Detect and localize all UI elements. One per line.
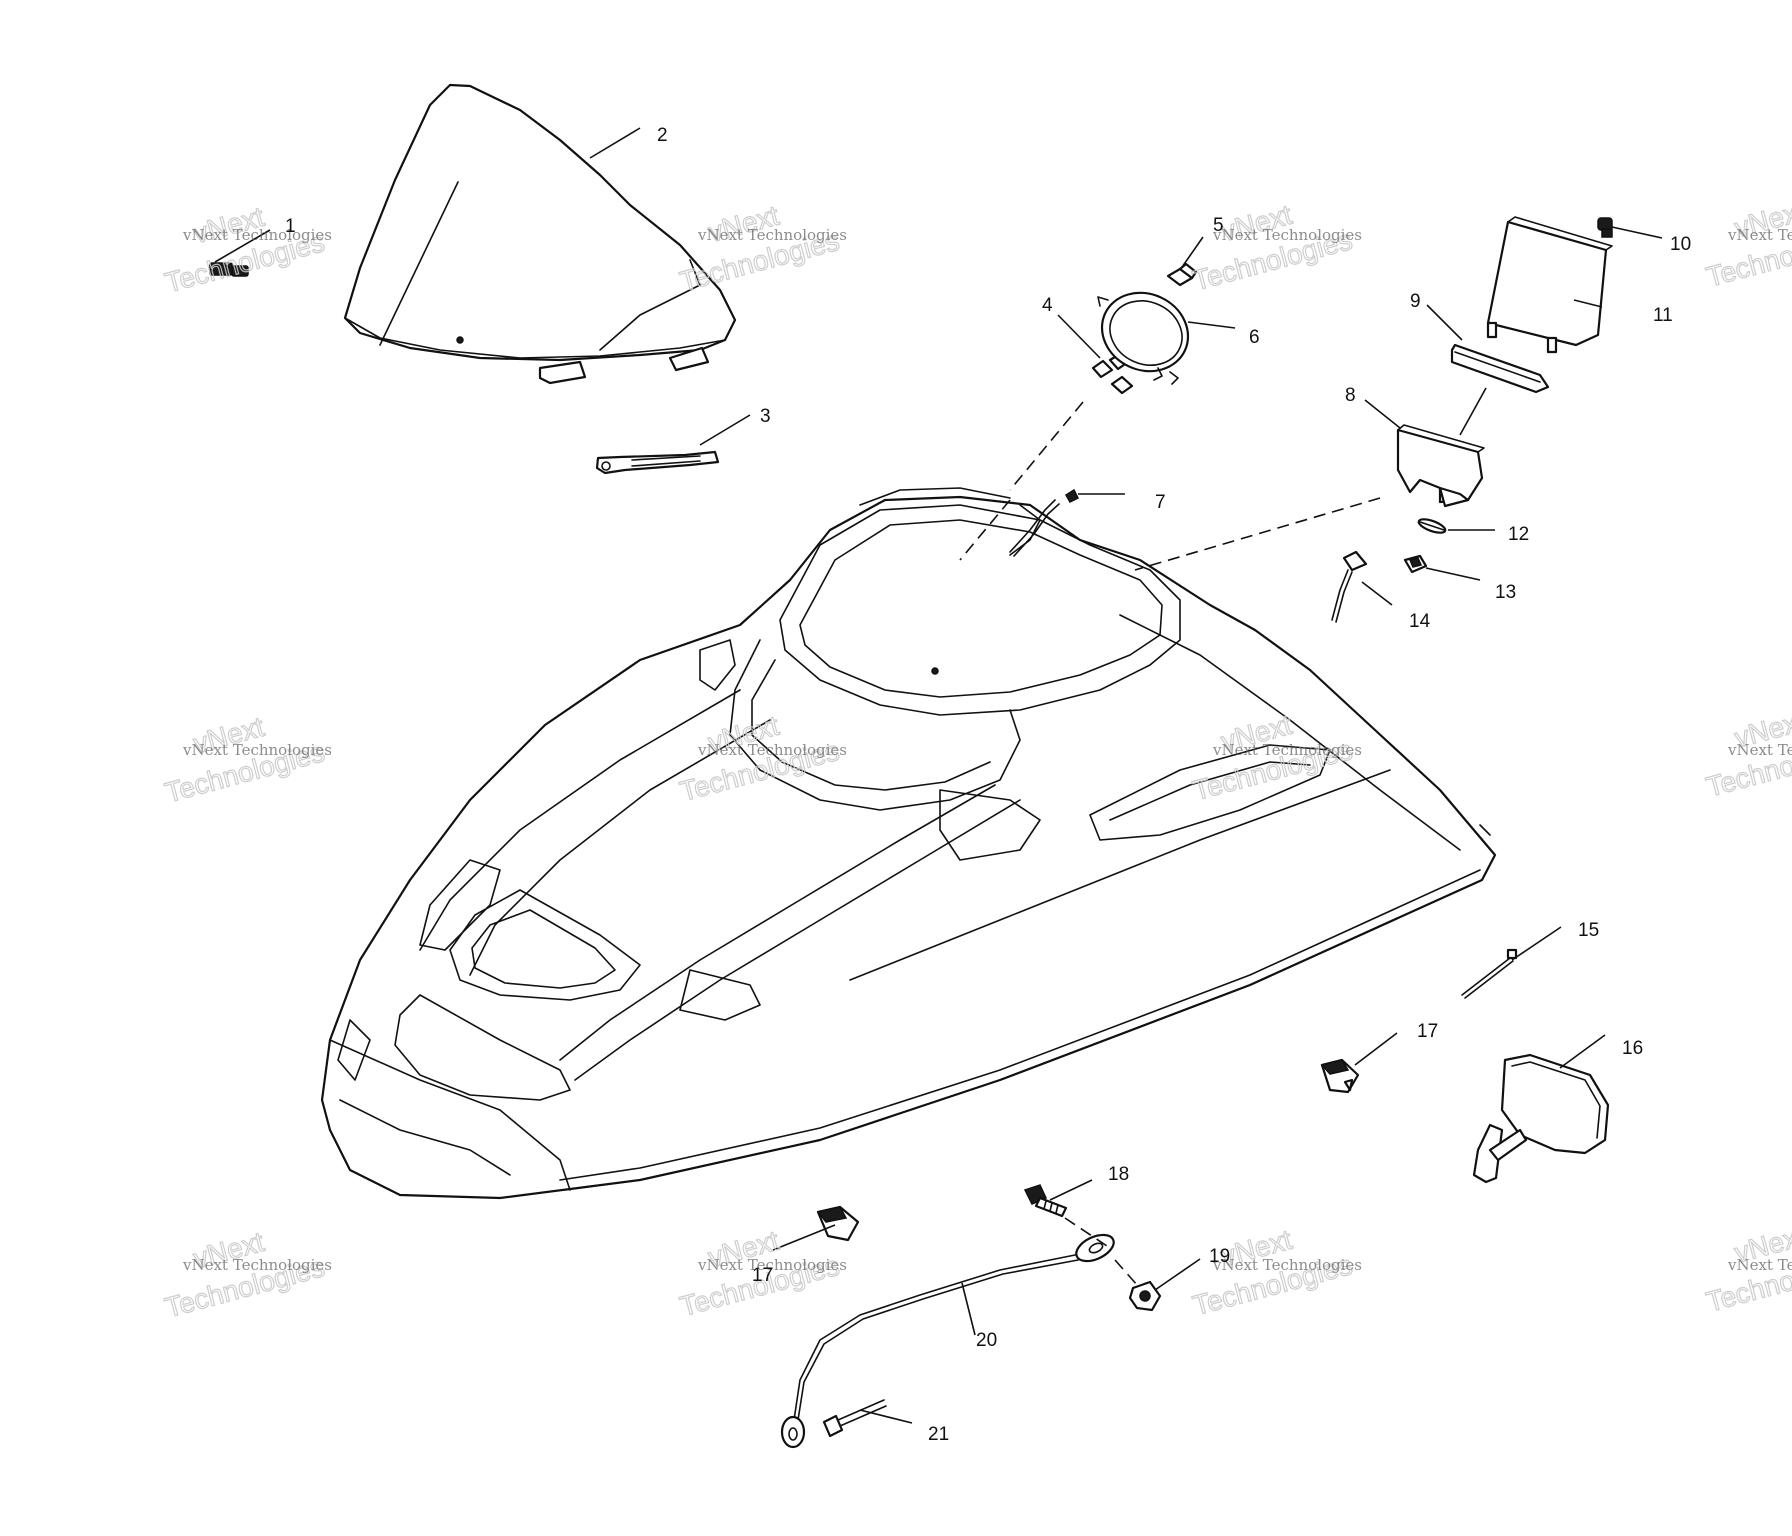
sensor-14 <box>1331 550 1368 623</box>
pin-5 <box>1166 262 1198 287</box>
watermark-caption: vNext Technologies <box>1727 741 1792 759</box>
watermark-caption: vNext Technologies <box>1727 1256 1792 1274</box>
spring-12 <box>1417 518 1447 534</box>
windshield <box>343 83 737 385</box>
callout-11: 11 <box>1653 305 1673 326</box>
callout-7: 7 <box>1155 492 1166 513</box>
watermark-caption: vNext Technologies <box>697 741 847 759</box>
leader-lines <box>214 127 1663 1424</box>
cable-tie-15 <box>1461 948 1518 999</box>
callout-5: 5 <box>1213 215 1224 236</box>
callout-12: 12 <box>1508 524 1529 545</box>
callout-19: 19 <box>1209 1246 1230 1267</box>
watermark-caption: vNext Technologies <box>1212 741 1362 759</box>
screw-1 <box>209 262 249 277</box>
callout-17: 17 <box>1417 1021 1438 1042</box>
callout-8: 8 <box>1345 385 1356 406</box>
watermark-caption: vNext Technologies <box>1212 226 1362 244</box>
callout-3: 3 <box>760 406 771 427</box>
mirror-16 <box>1472 1053 1610 1184</box>
nut-19 <box>1128 1280 1162 1312</box>
callout-21: 21 <box>928 1424 949 1445</box>
watermark-caption: vNext Technologies <box>182 741 332 759</box>
hood-assembly <box>320 487 1497 1200</box>
callout-17-lower: 17 <box>752 1265 773 1286</box>
callout-20: 20 <box>976 1330 997 1351</box>
callout-4: 4 <box>1042 295 1053 316</box>
watermark-caption: vNext Technologies <box>697 1256 847 1274</box>
callout-10: 10 <box>1670 234 1691 255</box>
harness-7 <box>1009 488 1080 557</box>
watermark-caption: vNext Technologies <box>1212 1256 1362 1274</box>
bolt-18 <box>1023 1184 1068 1218</box>
callout-18: 18 <box>1108 1164 1129 1185</box>
callout-1: 1 <box>285 216 296 237</box>
callout-15: 15 <box>1578 920 1599 941</box>
callout-16: 16 <box>1622 1038 1643 1059</box>
callout-13: 13 <box>1495 582 1516 603</box>
callout-6: 6 <box>1249 327 1260 348</box>
callout-9: 9 <box>1410 291 1421 312</box>
bracket-17-a <box>1320 1058 1360 1094</box>
watermark-caption: vNext Technologies <box>1727 226 1792 244</box>
assembly-dashed-lines <box>959 387 1487 1287</box>
tether-cable-20 <box>780 1233 1115 1449</box>
screw-13 <box>1403 554 1428 574</box>
watermark-caption: vNext Technologies <box>182 226 332 244</box>
watermark-caption: vNext Technologies <box>182 1256 332 1274</box>
callout-14: 14 <box>1409 611 1431 632</box>
gauge-11 <box>1486 216 1613 354</box>
nut-10 <box>1597 217 1613 238</box>
gauge-ring-6 <box>1097 291 1190 385</box>
lens-9 <box>1450 343 1550 394</box>
housing-8 <box>1396 424 1485 508</box>
watermark-caption: vNext Technologies <box>697 226 847 244</box>
rivet-21 <box>822 1399 887 1438</box>
bracket-17-b <box>816 1205 860 1242</box>
callout-labels: 1 2 3 4 5 6 7 8 9 10 11 12 13 14 15 16 1… <box>285 125 1691 1445</box>
callout-2: 2 <box>657 125 668 146</box>
bracket-3 <box>595 450 720 475</box>
